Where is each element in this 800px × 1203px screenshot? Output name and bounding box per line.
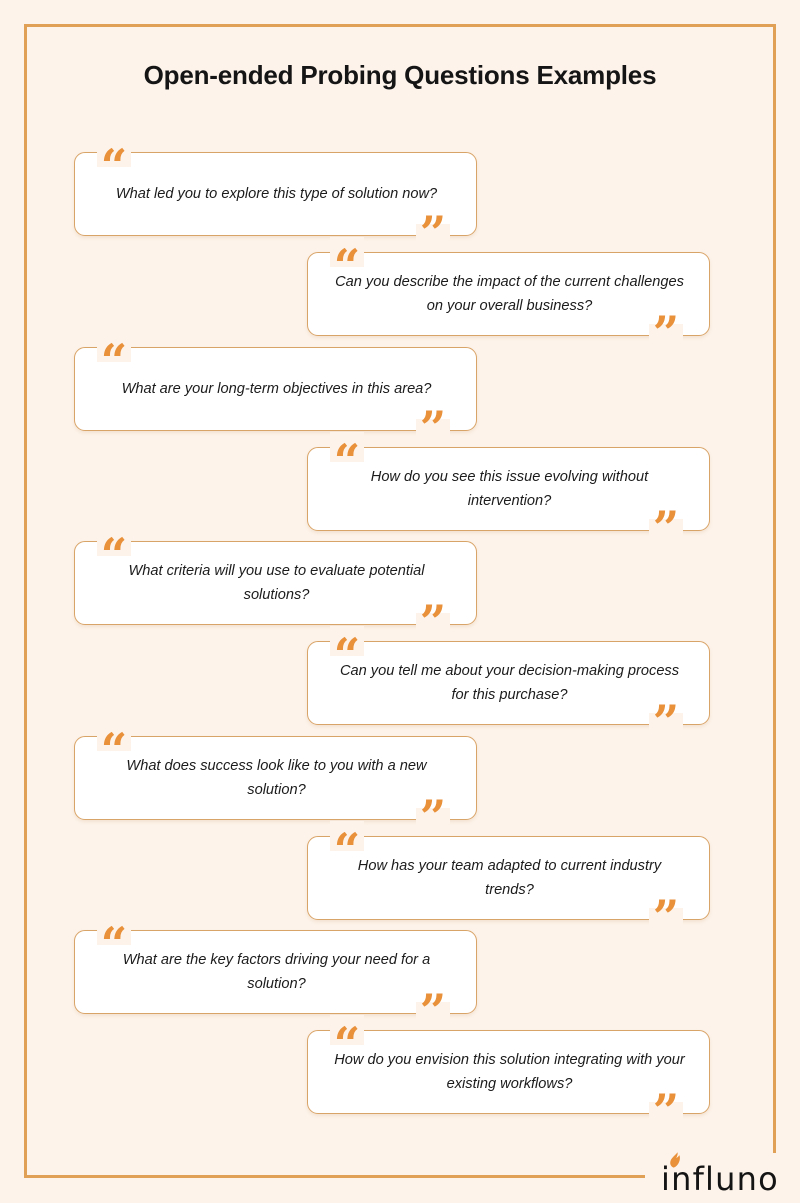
frame-border-bottom: [24, 1175, 645, 1178]
question-text: What does success look like to you with …: [126, 757, 427, 798]
quote-open-icon: “: [330, 237, 364, 289]
question-text: How has your team adapted to current ind…: [357, 857, 662, 898]
quote-close-icon: ”: [649, 505, 683, 551]
question-text: How do you see this issue evolving witho…: [370, 468, 649, 509]
quote-open-icon: “: [330, 626, 364, 678]
quote-close-icon: ”: [416, 599, 450, 645]
frame-border-left: [24, 24, 27, 1178]
quote-close-icon: ”: [649, 894, 683, 940]
question-card: “What are your long-term objectives in t…: [74, 331, 477, 451]
quote-close-glyph: ”: [652, 306, 680, 360]
quote-close-glyph: ”: [652, 889, 680, 944]
quote-close-icon: ”: [416, 988, 450, 1034]
quote-open-glyph: “: [333, 822, 361, 877]
quote-open-icon: “: [330, 1015, 364, 1067]
quote-open-glyph: “: [333, 239, 361, 293]
page-title: Open-ended Probing Questions Examples: [143, 60, 657, 90]
question-card: “What are the key factors driving your n…: [74, 915, 477, 1034]
question-text: How do you envision this solution integr…: [334, 1052, 685, 1092]
question-card: “Can you describe the impact of the curr…: [307, 237, 710, 356]
quote-open-glyph: “: [333, 1017, 361, 1071]
frame-border-top: [24, 24, 776, 27]
frame-border-right: [773, 24, 776, 1153]
question-card: “Can you tell me about your decision-mak…: [307, 626, 710, 745]
quote-open-glyph: “: [333, 628, 361, 682]
quote-close-glyph: ”: [652, 500, 680, 555]
quote-close-glyph: ”: [419, 595, 447, 649]
question-card: “What led you to explore this type of so…: [74, 137, 477, 256]
quote-open-glyph: “: [100, 139, 128, 193]
quote-close-glyph: ”: [652, 695, 680, 749]
quote-close-icon: ”: [649, 1088, 683, 1134]
question-card: “What criteria will you use to evaluate …: [74, 526, 477, 645]
quote-open-glyph: “: [100, 333, 128, 388]
quote-open-glyph: “: [100, 917, 128, 971]
quote-close-icon: ”: [649, 310, 683, 356]
quote-open-icon: “: [97, 915, 131, 967]
quote-close-glyph: ”: [419, 984, 447, 1038]
question-text: What criteria will you use to evaluate p…: [128, 563, 425, 603]
quote-close-glyph: ”: [419, 206, 447, 260]
quote-open-icon: “: [97, 720, 131, 773]
quote-close-icon: ”: [416, 405, 450, 451]
question-card: “How has your team adapted to current in…: [307, 820, 710, 940]
question-text: Can you describe the impact of the curre…: [335, 274, 684, 314]
quote-open-glyph: “: [100, 528, 128, 582]
quote-open-icon: “: [97, 526, 131, 578]
quote-close-glyph: ”: [419, 400, 447, 455]
flame-icon: [670, 1152, 680, 1168]
quote-close-icon: ”: [416, 794, 450, 840]
influno-logo: influno: [661, 1152, 791, 1198]
quote-close-glyph: ”: [419, 789, 447, 844]
quote-open-icon: “: [97, 331, 131, 384]
question-card: “How do you envision this solution integ…: [307, 1015, 710, 1134]
question-text: Can you tell me about your decision-maki…: [339, 663, 680, 703]
question-text: What led you to explore this type of sol…: [115, 186, 438, 203]
quote-close-icon: ”: [416, 210, 450, 256]
question-card: “What does success look like to you with…: [74, 720, 477, 840]
quote-close-icon: ”: [649, 699, 683, 745]
question-card: “How do you see this issue evolving with…: [307, 431, 710, 551]
quote-close-glyph: ”: [652, 1084, 680, 1138]
quote-open-glyph: “: [100, 722, 128, 777]
question-text: What are the key factors driving your ne…: [122, 952, 431, 992]
quote-open-icon: “: [97, 137, 131, 189]
logo-wordmark: influno: [661, 1160, 779, 1198]
quote-open-icon: “: [330, 820, 364, 873]
quote-open-icon: “: [330, 431, 364, 484]
quote-open-glyph: “: [333, 433, 361, 488]
question-text: What are your long-term objectives in th…: [121, 380, 432, 397]
